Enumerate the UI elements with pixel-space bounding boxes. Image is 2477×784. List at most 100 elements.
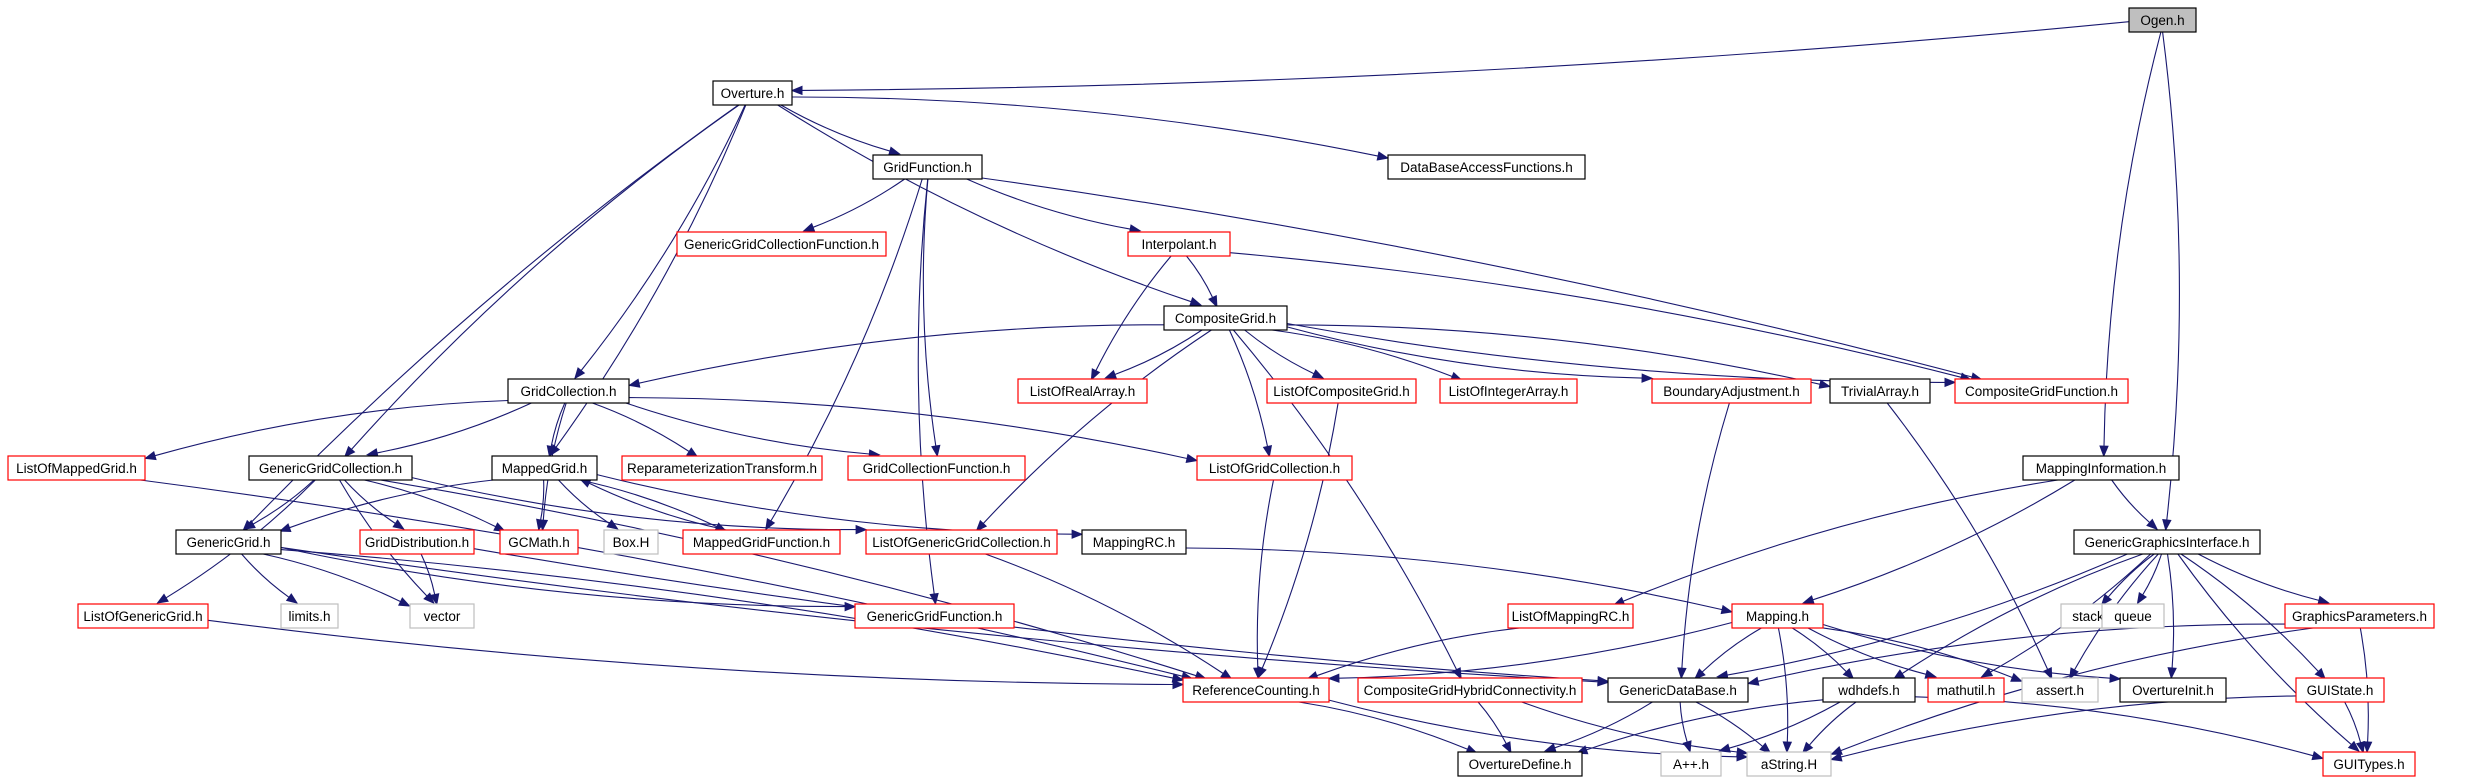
edge-arrowhead [156, 593, 169, 604]
node-listofintegerarray[interactable]: ListOfIntegerArray.h [1439, 378, 1578, 404]
edge-genericgraphicsinterface-to-overtureinit [2166, 553, 2177, 680]
node-compositegrid[interactable]: CompositeGrid.h [1163, 305, 1288, 331]
node-griddistribution[interactable]: GridDistribution.h [359, 529, 475, 555]
node-gridcollection[interactable]: GridCollection.h [507, 378, 630, 404]
node-gridfunction[interactable]: GridFunction.h [872, 154, 983, 180]
node-mappinginformation[interactable]: MappingInformation.h [2022, 455, 2180, 481]
node-gcmath[interactable]: GCMath.h [499, 529, 579, 555]
node-label: CompositeGrid.h [1175, 311, 1276, 326]
edge-referencecounting-to-overturedefine [1298, 701, 1479, 754]
node-label: GenericDataBase.h [1619, 683, 1737, 698]
node-genericgridcollection[interactable]: GenericGridCollection.h [248, 455, 413, 481]
node-box [1829, 378, 1931, 404]
edge-overture-to-compositegrid [777, 104, 1202, 307]
edge-line [1808, 701, 1857, 746]
node-reparam[interactable]: ReparameterizationTransform.h [621, 455, 823, 481]
edge-line [985, 553, 1224, 674]
node-mappedgridfunction[interactable]: MappedGridFunction.h [682, 529, 841, 555]
edge-line [550, 402, 566, 447]
edge-line [1186, 255, 1214, 298]
edge-line [540, 479, 545, 521]
edge-line [555, 104, 747, 448]
node-astring: aString.H [1746, 751, 1832, 777]
node-label: ReferenceCounting.h [1192, 683, 1320, 698]
node-cghc[interactable]: CompositeGridHybridConnectivity.h [1357, 677, 1583, 703]
node-box [77, 603, 209, 629]
edge-arrowhead [2099, 445, 2109, 458]
edge-line [1701, 627, 1762, 673]
node-listofmappingrc[interactable]: ListOfMappingRC.h [1507, 603, 1634, 629]
edge-mapping-to-referencecounting [1327, 621, 1733, 683]
edge-ogen-to-genericgraphicsinterface [2162, 31, 2180, 532]
node-compositegridfunction[interactable]: CompositeGridFunction.h [1954, 378, 2129, 404]
node-genericgridfunction[interactable]: GenericGridFunction.h [854, 603, 1015, 629]
node-listofgenericgrid[interactable]: ListOfGenericGrid.h [77, 603, 209, 629]
node-label: TrivialArray.h [1841, 384, 1919, 399]
node-genericdatabase[interactable]: GenericDataBase.h [1607, 677, 1749, 703]
node-ogen[interactable]: Ogen.h [2128, 7, 2197, 33]
edge-arrowhead [2010, 672, 2023, 682]
node-listofrealarray[interactable]: ListOfRealArray.h [1017, 378, 1148, 404]
node-listofgenericgridcollection[interactable]: ListOfGenericGridCollection.h [865, 529, 1058, 555]
edge-arrowhead [1543, 743, 1557, 753]
edge-arrowhead [1944, 377, 1957, 388]
edge-compositegrid-to-listofgenericgridcollection [975, 329, 1212, 532]
node-box [175, 529, 282, 555]
edge-line [588, 482, 727, 531]
node-listofgridcollection[interactable]: ListOfGridCollection.h [1196, 455, 1353, 481]
node-box [1822, 677, 1916, 703]
node-box [359, 529, 475, 555]
node-interpolant[interactable]: Interpolant.h [1127, 231, 1231, 257]
node-mathutil[interactable]: mathutil.h [1927, 677, 2005, 703]
node-box [1457, 751, 1583, 777]
node-box [2022, 455, 2180, 481]
edge-mapping-to-genericdatabase [1693, 627, 1762, 680]
node-mappedgrid[interactable]: MappedGrid.h [491, 455, 598, 481]
node-overtureinit[interactable]: OvertureInit.h [2119, 677, 2227, 703]
node-listofcompositegrid[interactable]: ListOfCompositeGrid.h [1266, 378, 1417, 404]
edge-line [1185, 547, 1723, 611]
edge-line [411, 477, 857, 531]
node-label: limits.h [288, 609, 330, 624]
node-guistate[interactable]: GUIState.h [2295, 677, 2385, 703]
node-label: assert.h [2036, 683, 2084, 698]
node-ggcf[interactable]: GenericGridCollectionFunction.h [676, 231, 887, 257]
edge-griddistribution-to-vector [420, 553, 440, 606]
node-mappingrc[interactable]: MappingRC.h [1081, 529, 1187, 555]
node-databaseaccess[interactable]: DataBaseAccessFunctions.h [1387, 154, 1586, 180]
node-mapping[interactable]: Mapping.h [1731, 603, 1824, 629]
node-guitypes[interactable]: GUITypes.h [2322, 751, 2416, 777]
node-overturedefine[interactable]: OvertureDefine.h [1457, 751, 1583, 777]
node-genericgraphicsinterface[interactable]: GenericGraphicsInterface.h [2073, 529, 2261, 555]
edge-compositegrid-to-trivialarray [1286, 324, 1832, 389]
edge-line [1886, 402, 2049, 670]
edge-arrowhead [2109, 673, 2122, 683]
node-box [1927, 677, 2005, 703]
node-box [507, 378, 630, 404]
node-wdhdefs[interactable]: wdhdefs.h [1822, 677, 1916, 703]
node-listofmappedgrid[interactable]: ListOfMappedGrid.h [7, 455, 146, 481]
edge-genericgrid-to-vector [262, 553, 411, 607]
edge-mappinginformation-to-mapping [1802, 479, 2076, 605]
node-graphicsparameters[interactable]: GraphicsParameters.h [2284, 603, 2435, 629]
edge-graphicsparameters-to-genericdatabase [1746, 623, 2286, 686]
edge-arrowhead [2167, 667, 2177, 680]
edge-arrowhead [429, 593, 440, 606]
edge-gridfunction-to-compositegridfunction [981, 177, 1984, 382]
edge-arrowhead [2136, 591, 2147, 605]
node-gridcollectionfunction[interactable]: GridCollectionFunction.h [847, 455, 1026, 481]
edge-line [579, 479, 718, 528]
node-referencecounting[interactable]: ReferenceCounting.h [1182, 677, 1330, 703]
node-trivialarray[interactable]: TrivialArray.h [1829, 378, 1931, 404]
node-label: stack [2072, 609, 2104, 624]
node-label: ReparameterizationTransform.h [627, 461, 817, 476]
edge-trivialarray-to-asserth [1886, 402, 2053, 680]
node-box [248, 455, 413, 481]
edge-line [1244, 329, 1315, 375]
edge-line [1298, 701, 1468, 750]
node-boundaryadjustment[interactable]: BoundaryAdjustment.h [1651, 378, 1812, 404]
node-overture[interactable]: Overture.h [712, 80, 793, 106]
node-genericgrid[interactable]: GenericGrid.h [175, 529, 282, 555]
edge-arrowhead [2347, 740, 2360, 752]
edge-line [380, 479, 1197, 677]
